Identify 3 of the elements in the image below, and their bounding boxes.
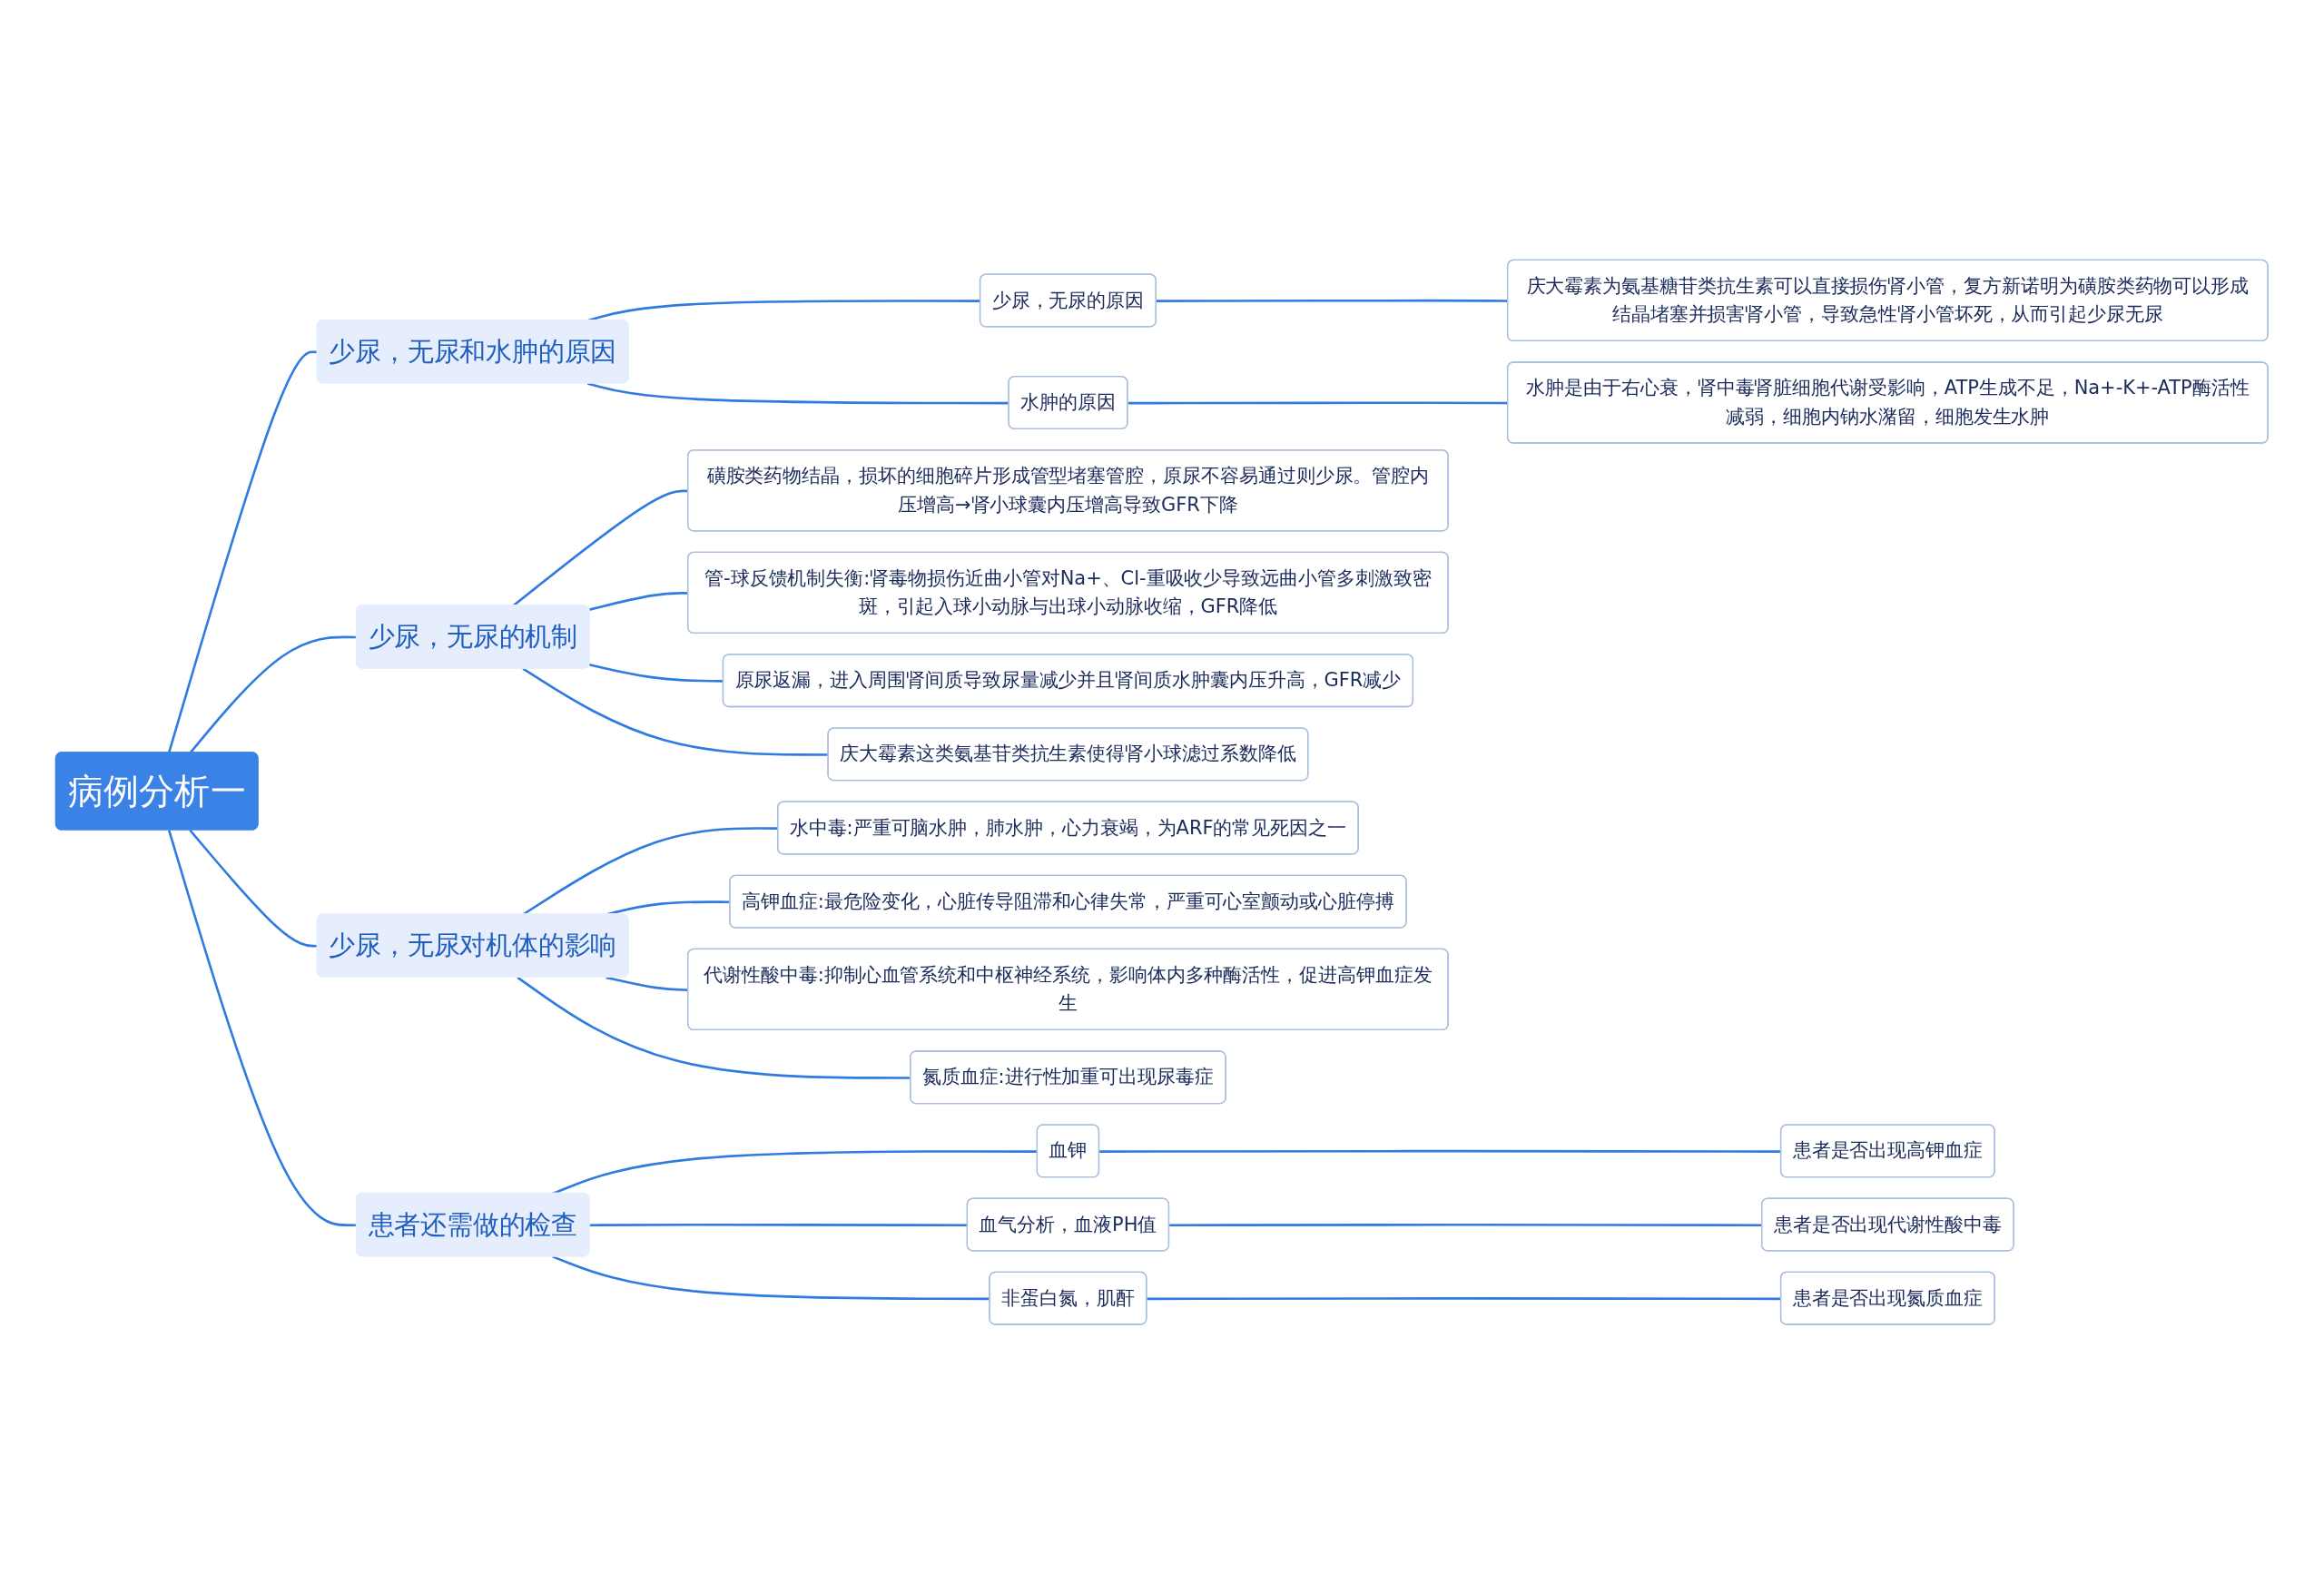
connector [587, 382, 1009, 405]
connector [522, 667, 829, 756]
connector [552, 1254, 990, 1300]
